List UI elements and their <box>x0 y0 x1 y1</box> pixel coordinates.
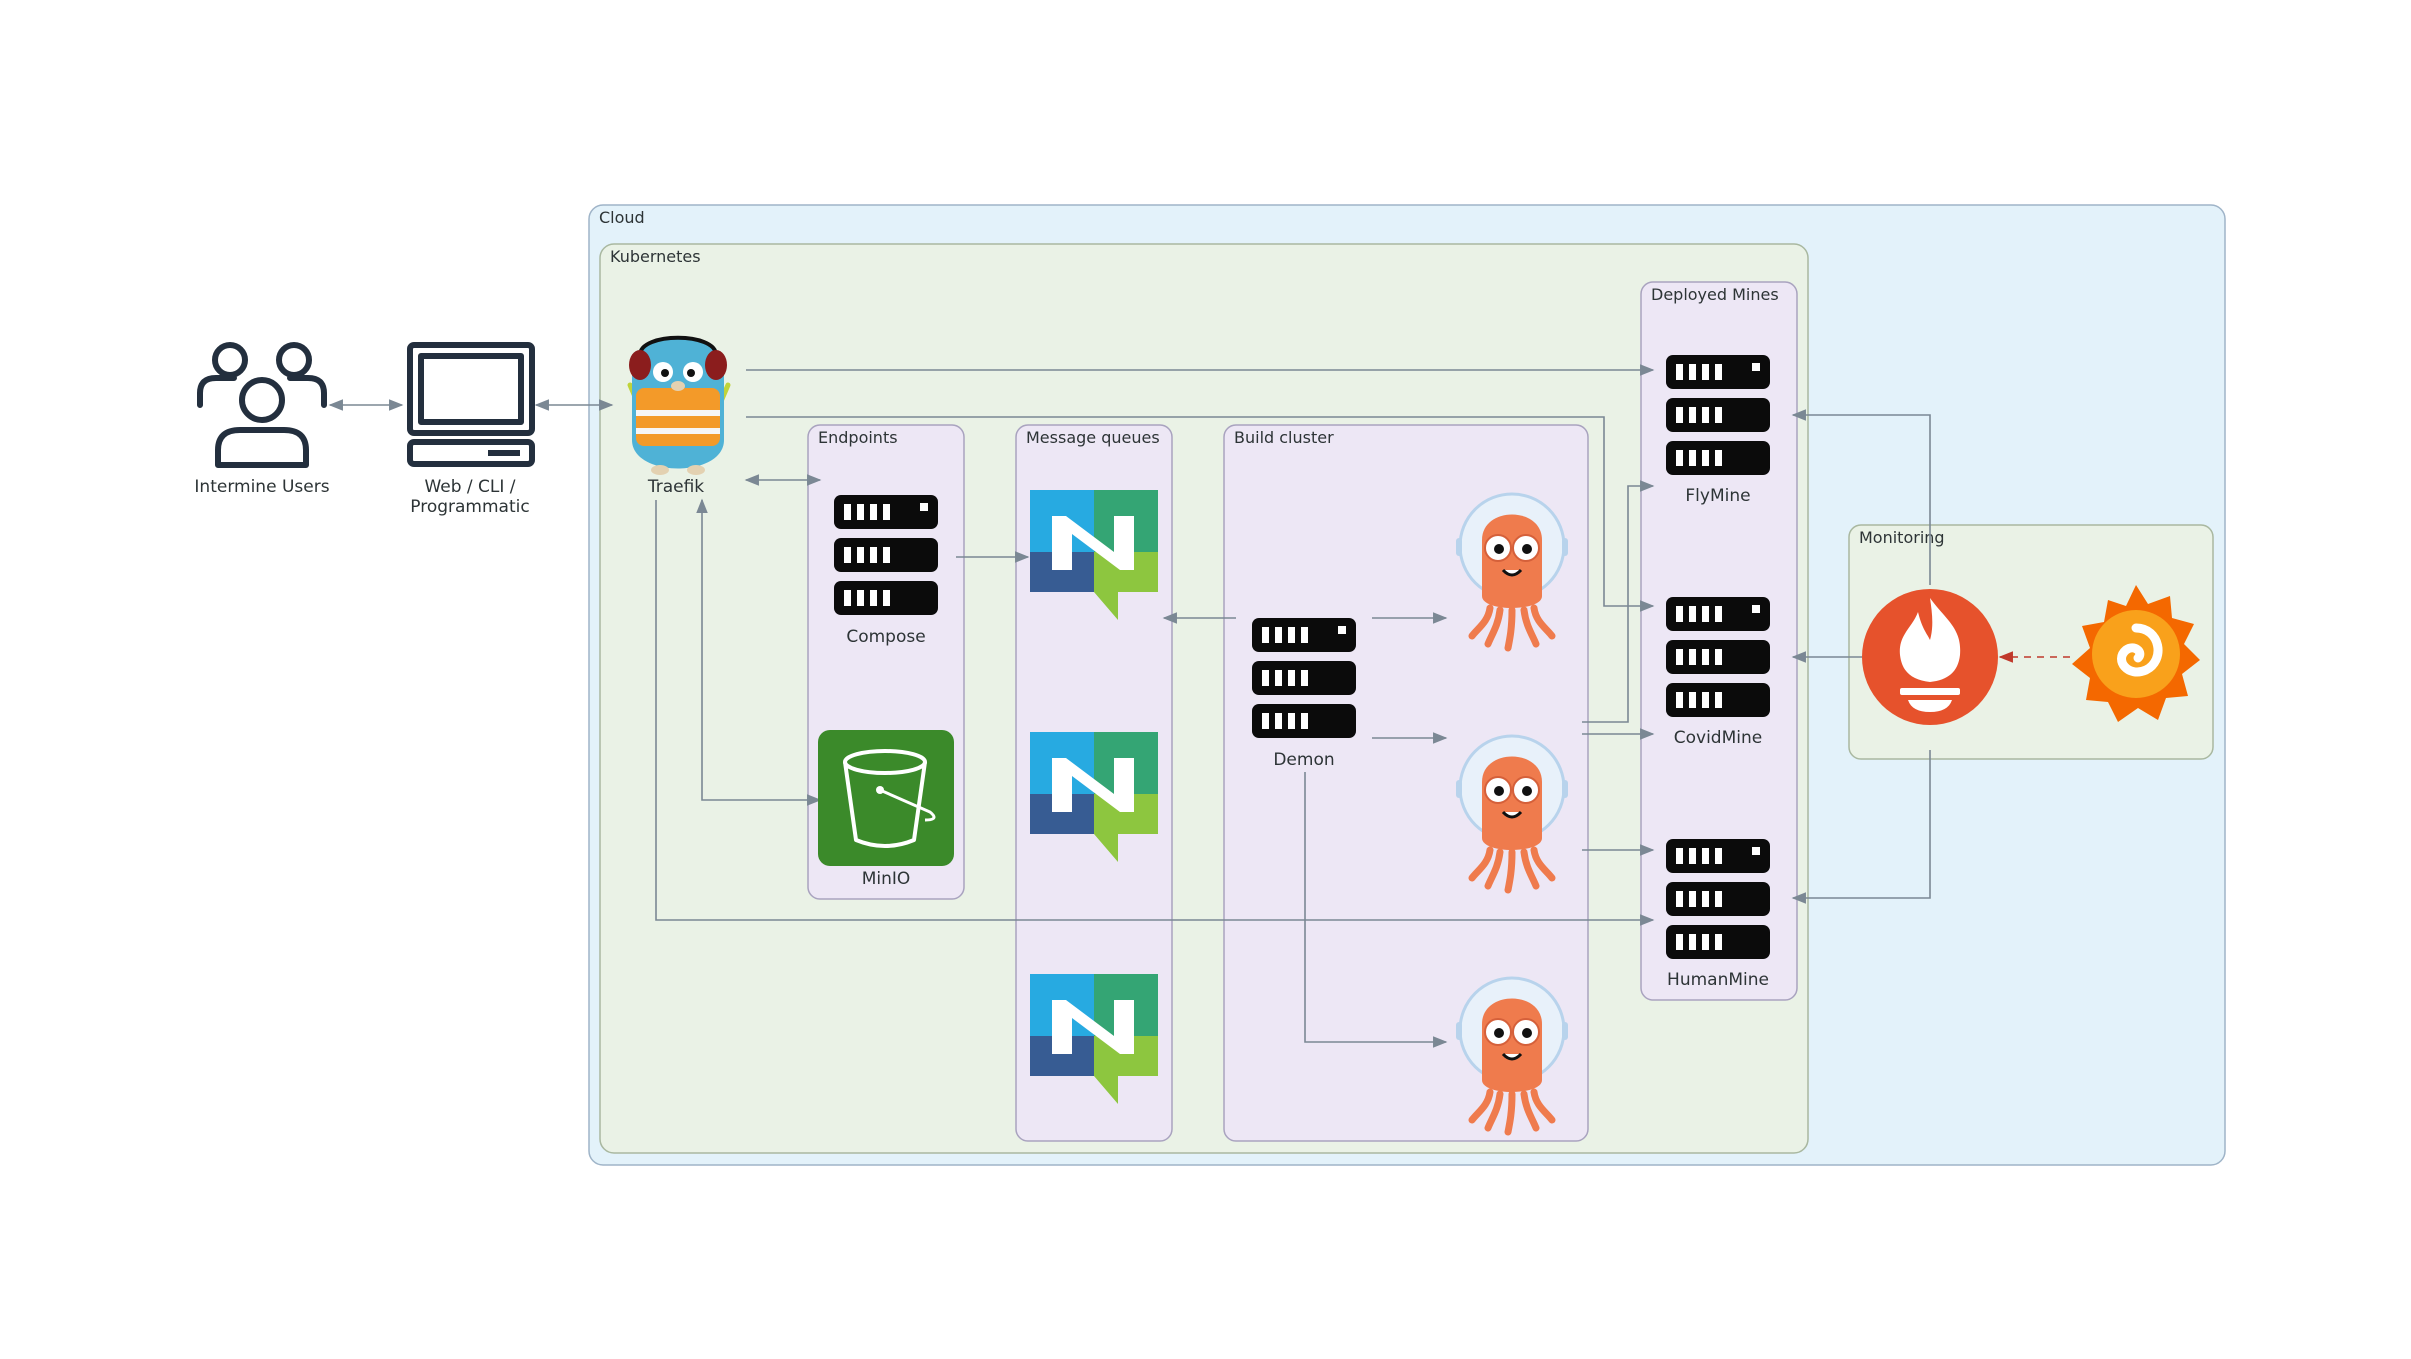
cluster-label-cloud: Cloud <box>599 208 645 227</box>
node-grafana[interactable] <box>2072 585 2200 722</box>
node-flymine[interactable]: FlyMine <box>1666 355 1770 506</box>
cluster-label-build: Build cluster <box>1234 428 1334 447</box>
users-group-icon <box>197 342 327 468</box>
edge-prometheus-humanmine <box>1791 750 1931 904</box>
node-label-compose: Compose <box>846 627 925 647</box>
node-users[interactable]: Intermine Users <box>194 342 330 497</box>
node-label-users: Intermine Users <box>194 477 329 497</box>
gopher-mascot-icon <box>627 335 731 475</box>
server-rack-icon <box>1666 597 1770 717</box>
cluster-label-monitoring: Monitoring <box>1859 528 1945 547</box>
server-rack-icon <box>834 495 938 615</box>
edge-argo2-flymine <box>1582 480 1655 723</box>
node-label-flymine: FlyMine <box>1685 486 1750 506</box>
node-label-humanmine: HumanMine <box>1667 970 1769 990</box>
cluster-label-endpoints: Endpoints <box>818 428 898 447</box>
cluster-label-message-queues: Message queues <box>1026 428 1160 447</box>
server-rack-icon <box>1666 355 1770 475</box>
swirl-logo-icon <box>2072 585 2200 722</box>
node-covidmine[interactable]: CovidMine <box>1666 597 1770 748</box>
node-label-minio: MinIO <box>862 869 911 889</box>
node-traefik[interactable]: Traefik <box>627 335 731 497</box>
edge-traefik-humanmine <box>655 500 1655 926</box>
node-demon[interactable]: Demon <box>1252 618 1356 770</box>
computer-terminal-icon <box>407 342 535 467</box>
server-rack-icon <box>1252 618 1356 738</box>
edge-prometheus-flymine <box>1791 409 1931 585</box>
server-rack-icon <box>1666 839 1770 959</box>
node-client[interactable]: Web / CLI / Programmatic <box>407 342 535 517</box>
node-label-client-line2: Programmatic <box>410 497 529 517</box>
edge-traefik-minio <box>696 498 822 806</box>
flame-logo-icon <box>1862 589 1998 725</box>
edge-demon-argo-3 <box>1304 772 1448 1048</box>
node-label-client-line1: Web / CLI / <box>424 477 515 497</box>
node-humanmine[interactable]: HumanMine <box>1666 839 1770 990</box>
cluster-kubernetes: Kubernetes <box>599 243 1809 1154</box>
cluster-label-deployed-mines: Deployed Mines <box>1651 285 1779 304</box>
node-minio[interactable]: MinIO <box>818 730 954 889</box>
edges <box>328 364 2070 1048</box>
node-label-traefik: Traefik <box>647 477 704 497</box>
node-compose[interactable]: Compose <box>834 495 938 647</box>
storage-bucket-icon <box>818 730 954 866</box>
node-prometheus[interactable] <box>1862 589 1998 725</box>
cluster-label-kubernetes: Kubernetes <box>610 247 701 266</box>
node-label-demon: Demon <box>1273 750 1334 770</box>
node-label-covidmine: CovidMine <box>1674 728 1762 748</box>
